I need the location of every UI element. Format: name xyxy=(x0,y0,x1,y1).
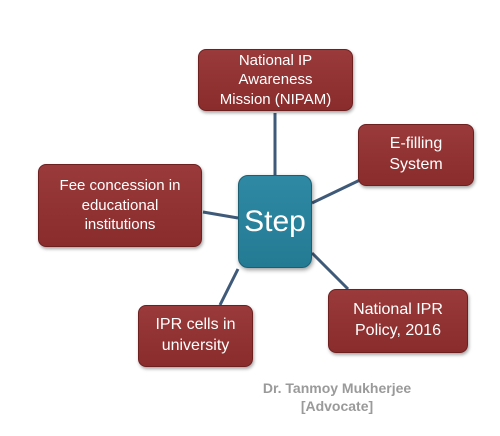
author-name: Dr. Tanmoy Mukherjee xyxy=(262,380,412,396)
node-fee-concession: Fee concession in educational institutio… xyxy=(38,164,202,247)
node-ipr-cells: IPR cells in university xyxy=(138,305,253,367)
connector-efile xyxy=(311,178,361,205)
node-e-filling-system: E-filling System xyxy=(358,124,474,186)
connector-fee xyxy=(202,210,239,220)
connector-policy xyxy=(310,251,350,291)
node-national-ipr-policy: National IPR Policy, 2016 xyxy=(328,289,468,353)
author-credit: Dr. Tanmoy Mukherjee [Advocate] xyxy=(262,379,412,415)
connector-ipr xyxy=(218,268,240,306)
node-nipam: National IP Awareness Mission (NIPAM) xyxy=(198,49,353,111)
author-role: [Advocate] xyxy=(300,398,374,415)
center-step-node: Step xyxy=(238,175,312,268)
